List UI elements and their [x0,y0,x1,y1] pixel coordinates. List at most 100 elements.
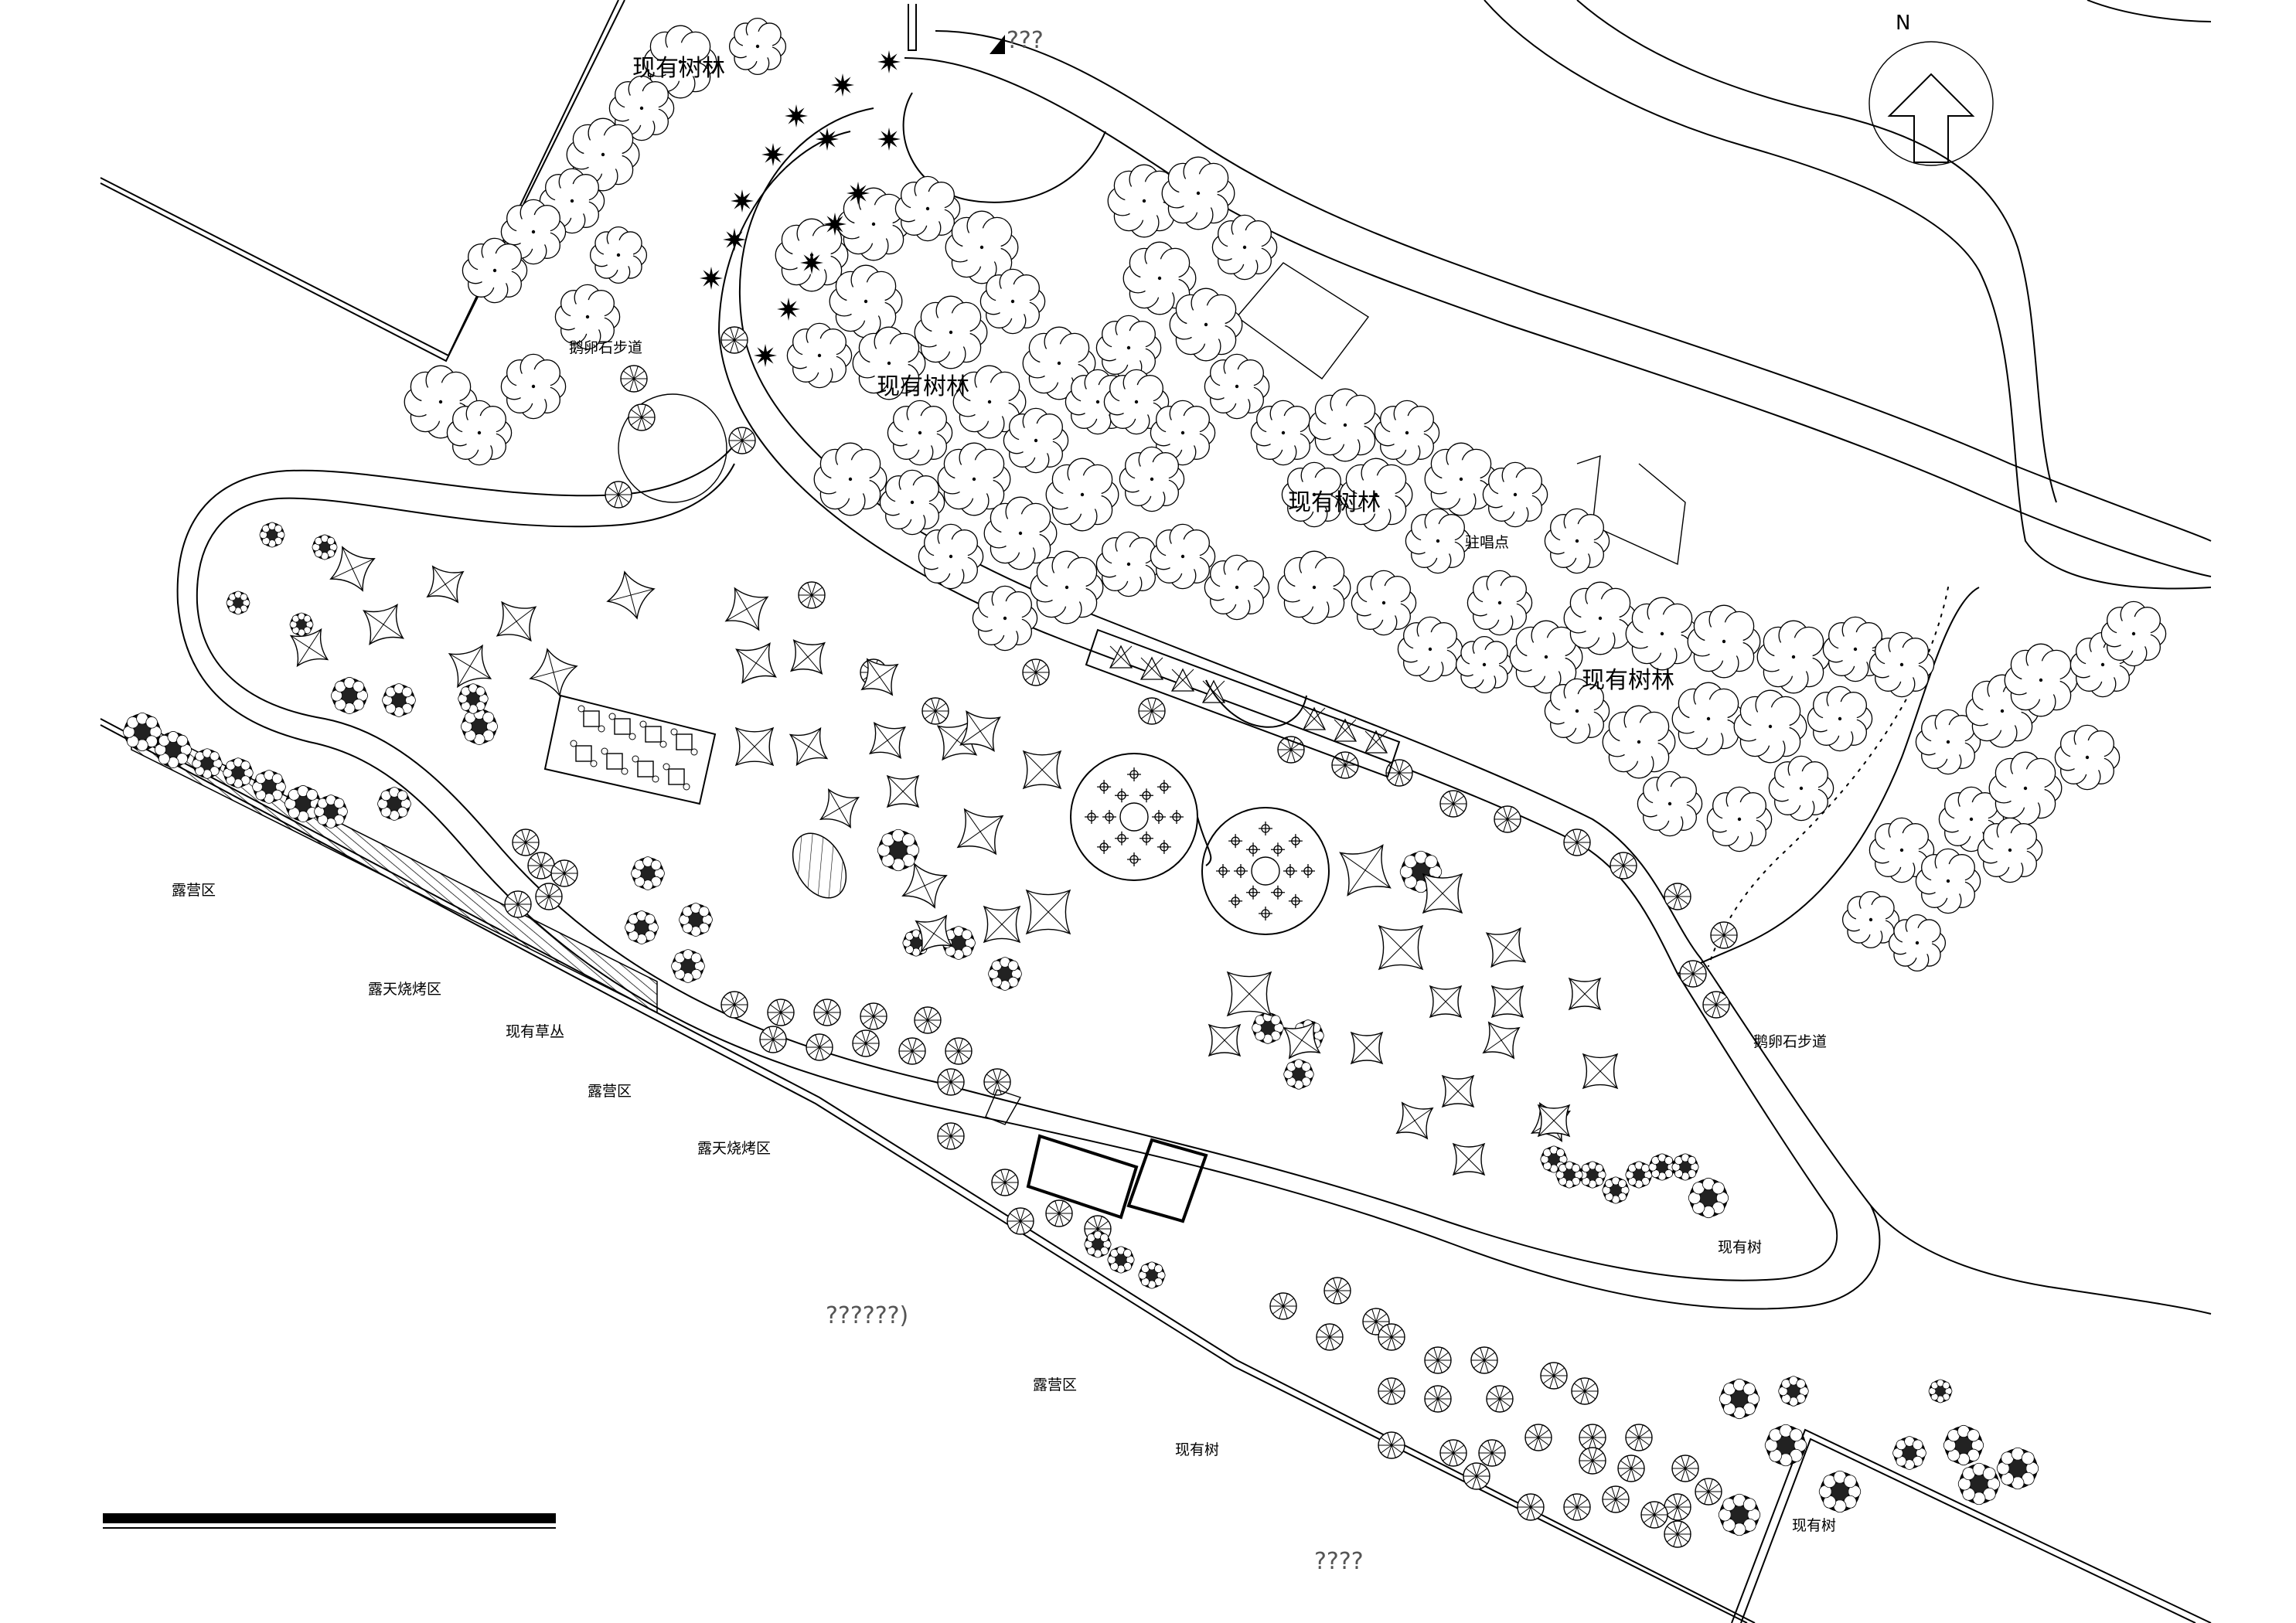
spoke-tree-symbol [983,1068,1011,1096]
canopy-tree-symbol [1637,771,1703,837]
canopy-tree-symbol [1281,461,1347,528]
spoke-tree-symbol [1563,829,1591,856]
canopy-tree-symbol [829,264,903,339]
tent-symbol [1022,750,1062,790]
canopy-tree-symbol [786,322,853,389]
canopy-tree-symbol [2100,601,2167,667]
canopy-tree-symbol [983,496,1058,570]
canopy-tree-symbol [1405,508,1471,574]
spoke-tree-symbol [767,999,795,1026]
canopy-tree-symbol [1308,388,1382,462]
canopy-tree-symbol [1030,550,1104,624]
gate-post [908,4,917,51]
tent-symbol [289,628,329,668]
dark-shrub-symbol [259,522,285,548]
dark-shrub-symbol [289,612,314,637]
spoke-tree-symbol [1494,805,1521,833]
canopy-tree-symbol [1602,705,1676,779]
tent-symbol [901,863,948,909]
tent-symbol [1395,1101,1434,1140]
canopy-tree-symbol [1563,581,1637,655]
dark-shrub-symbol [877,829,920,872]
spoke-tree-symbol [1602,1485,1630,1513]
tent-symbol [1429,985,1463,1019]
dark-shrub-symbol [1648,1153,1676,1181]
canopy-tree-symbol [1915,848,1981,914]
canopy-tree-symbol [1022,326,1096,400]
dark-shrub-symbol [155,731,192,768]
spoke-tree-symbol [921,697,949,725]
tent-symbol [1452,1142,1486,1176]
tent-symbol [1485,927,1527,968]
label-camp-1: 露营区 [172,882,216,899]
spoke-tree-symbol [605,481,632,509]
tent-symbol [819,788,860,829]
canopy-tree-symbol [879,469,945,536]
canopy-tree-symbol [1841,890,1900,949]
canopy-tree-symbol [1938,786,2005,852]
spoke-tree-symbol [512,829,540,856]
canopy-tree-symbol [1768,755,1834,822]
canopy-tree-symbol [1807,686,1873,752]
canopy-tree-symbol [1868,817,1935,883]
canopy-tree-symbol [1706,786,1773,852]
spoke-tree-symbol [1138,697,1166,725]
spoke-tree-symbol [1463,1462,1490,1490]
canopy-tree-symbol [1045,458,1119,532]
canopy-tree-symbol [1988,751,2063,825]
spoke-tree-symbol [1007,1207,1034,1235]
canopy-tree-symbol [728,17,787,76]
spoke-tree-symbol [898,1037,926,1065]
canopy-tree-symbol [1351,570,1417,636]
star-tree-symbol [723,228,746,251]
canopy-tree-symbol [1204,353,1270,420]
label-forest-right: 现有树林 [1582,667,1674,694]
spoke-tree-symbol [550,859,578,887]
dark-shrub-symbol [1818,1470,1862,1513]
tent-symbol [1339,844,1392,897]
canopy-tree-symbol [1250,400,1317,466]
canopy-tree-symbol [1204,554,1270,621]
spoke-tree-symbol [1269,1292,1297,1320]
canopy-tree-symbol [1161,156,1235,230]
tent-symbol [1441,1074,1475,1108]
tent-symbol [915,914,953,953]
spoke-tree-symbol [1385,759,1413,787]
spoke-tree-symbol [1478,1439,1506,1467]
seating-cluster [1102,788,1166,846]
label-stage: 驻唱点 [1465,534,1509,551]
tent-symbol [1283,1021,1321,1060]
canopy-tree-symbol [1397,616,1463,682]
tent-symbol [1350,1031,1384,1065]
canopy-tree-symbol [972,585,1038,652]
dark-shrub-symbol [1602,1176,1630,1204]
star-tree-symbol [831,73,854,97]
label-forest-top-left: 现有树林 [632,55,725,82]
tent-symbol [363,604,404,645]
canopy-tree-symbol [1374,400,1440,466]
labels: 现有树林 现有树林 现有树林 现有树林 鹅卵石步道 鹅卵石步道 驻唱点 露营区 … [172,55,1836,1575]
spoke-tree-symbol [1323,1277,1351,1305]
tent-symbol [1378,924,1424,971]
dark-shrub-symbol [679,903,713,937]
star-tree-symbol [816,128,839,151]
canopy-tree-symbol [1339,458,1413,532]
north-label: N [1896,12,1910,35]
canopy-tree-symbol [500,353,567,420]
spoke-tree-symbol [1517,1493,1545,1521]
spoke-tree-symbol [1486,1385,1514,1413]
tent-symbol [1568,977,1602,1011]
star-tree-symbol [823,213,847,236]
tent-symbol [959,710,1001,752]
canopy-tree-symbol [1625,597,1699,671]
spoke-tree-symbol [1424,1385,1452,1413]
dark-shrub-symbol [1555,1161,1583,1189]
canopy-tree-symbol [1150,523,1216,590]
tent-symbol [956,808,1004,856]
dark-shrub-symbol [625,910,659,944]
canopy-tree-symbol [775,218,849,292]
dark-shrub-symbol [192,748,223,779]
canopy-tree-symbol [937,442,1011,516]
canopy-tree-symbol [1822,616,1889,682]
spoke-tree-symbol [1378,1377,1405,1405]
